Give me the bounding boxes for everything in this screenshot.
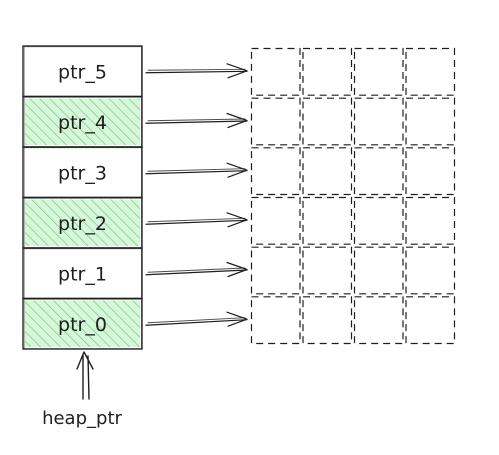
pointer-arrow-head: [226, 311, 248, 327]
pointer-cell: ptr_3: [22, 146, 143, 199]
grid-cell: [405, 147, 456, 196]
pointer-cell: ptr_2: [22, 196, 143, 249]
pointer-arrow-shaft: [145, 170, 248, 175]
pointer-cell-label: ptr_5: [58, 61, 107, 83]
grid-cell: [353, 246, 404, 295]
grid-cell: [302, 97, 353, 146]
pointer-arrow-shaft: [145, 319, 248, 326]
pointer-cell-label: ptr_0: [58, 314, 107, 336]
grid-cell: [250, 47, 301, 96]
grid-cell: [353, 196, 404, 245]
grid-cell: [302, 296, 353, 345]
pointer-arrow-shaft: [145, 120, 248, 124]
pointer-arrow-head: [226, 112, 248, 129]
pointer-arrow-head: [226, 63, 248, 79]
grid-cell: [302, 147, 353, 196]
pointer-arrow: [145, 162, 248, 178]
pointer-arrow-shaft: [145, 219, 248, 225]
grid-cell: [250, 296, 301, 345]
pointer-cell: ptr_5: [22, 45, 143, 98]
pointer-arrow-shaft-sketch: [147, 118, 246, 122]
grid-cell: [250, 97, 301, 146]
grid-cell: [405, 246, 456, 295]
grid-cell: [405, 296, 456, 345]
heap-pointer: heap_ptr: [42, 351, 123, 429]
grid-cell: [353, 97, 404, 146]
grid-cell: [302, 196, 353, 245]
pointer-cell-hatch: [25, 300, 140, 347]
pointer-cell-label: ptr_4: [58, 112, 107, 134]
pointer-arrow: [145, 112, 248, 129]
pointer-arrow-head: [226, 261, 248, 278]
pointer-array: ptr_5 ptr_4 ptr_3 ptr_2 ptr_1 ptr_0: [22, 45, 143, 350]
pointer-cell-border: [22, 297, 143, 350]
pointer-arrow-shaft-sketch: [147, 68, 246, 71]
grid-cell: [405, 97, 456, 146]
pointer-cell: ptr_4: [22, 95, 143, 148]
pointer-cell-border-sketch: [23, 298, 142, 349]
pointer-cell-label: ptr_1: [58, 263, 107, 285]
grid-cell: [405, 196, 456, 245]
pointer-cell-hatch: [25, 199, 140, 246]
pointer-arrow: [145, 63, 248, 79]
grid-cell: [302, 47, 353, 96]
pointer-arrow-head: [226, 212, 248, 228]
grid-cell: [250, 196, 301, 245]
pointer-cell-hatch: [25, 98, 140, 145]
heap-pointer-label: heap_ptr: [42, 408, 122, 429]
pointer-arrow-shaft-sketch: [147, 317, 246, 324]
grid-cell: [353, 296, 404, 345]
pointer-arrow-shaft-sketch: [147, 267, 246, 273]
pointer-arrow-shaft-sketch: [147, 217, 246, 223]
pointer-arrow-shaft: [145, 269, 248, 276]
grid-cell: [353, 47, 404, 96]
grid-cell: [250, 246, 301, 295]
pointer-cell: ptr_1: [22, 247, 143, 300]
heap-pointer-arrow: [76, 351, 94, 400]
pointer-arrow-head: [226, 162, 248, 178]
grid-cell: [250, 147, 301, 196]
pointer-cell-label: ptr_3: [58, 162, 107, 184]
grid-cell: [302, 246, 353, 295]
pointer-arrow: [145, 212, 248, 228]
grid-cell: [405, 47, 456, 96]
pointer-cell-label: ptr_2: [58, 213, 107, 235]
pointer-arrow-shaft-sketch: [147, 168, 246, 172]
memory-grid: [250, 47, 456, 345]
pointer-arrow: [145, 261, 248, 278]
grid-cell: [353, 147, 404, 196]
pointer-arrows: [145, 63, 248, 327]
pointer-cell: ptr_0: [22, 297, 143, 350]
pointer-arrow: [145, 311, 248, 327]
pointer-arrow-shaft: [145, 70, 248, 74]
